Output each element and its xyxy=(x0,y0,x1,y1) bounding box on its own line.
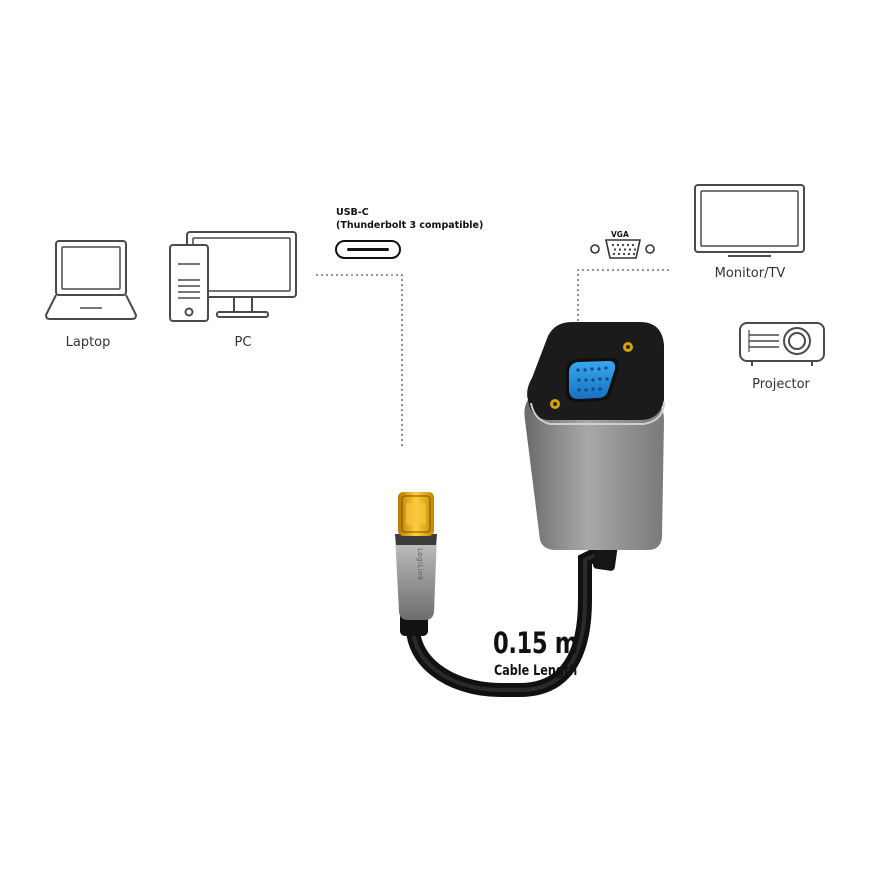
brand-logo: LogiLink xyxy=(416,548,424,581)
monitor-label: Monitor/TV xyxy=(714,266,786,281)
laptop-label: Laptop xyxy=(65,335,111,350)
usbc-port-icon xyxy=(335,240,401,259)
cable-length-label: Cable Length xyxy=(494,663,578,679)
vga-leader-line xyxy=(577,269,669,335)
monitor-icon xyxy=(694,184,805,257)
usbc-subtitle: (Thunderbolt 3 compatible) xyxy=(336,220,484,231)
usbc-title: USB-C xyxy=(336,207,369,218)
vga-port-icon xyxy=(590,239,655,259)
usbc-leader-line xyxy=(316,274,403,447)
projector-icon xyxy=(739,322,825,366)
projector-label: Projector xyxy=(752,377,810,392)
cable-length-value: 0.15 m xyxy=(493,626,578,660)
pc-label: PC xyxy=(234,335,252,350)
pc-icon xyxy=(169,231,297,322)
vga-adapter-body xyxy=(524,322,665,550)
usbc-plug xyxy=(395,492,437,620)
vga-title: VGA xyxy=(611,230,629,239)
laptop-icon xyxy=(44,240,138,320)
